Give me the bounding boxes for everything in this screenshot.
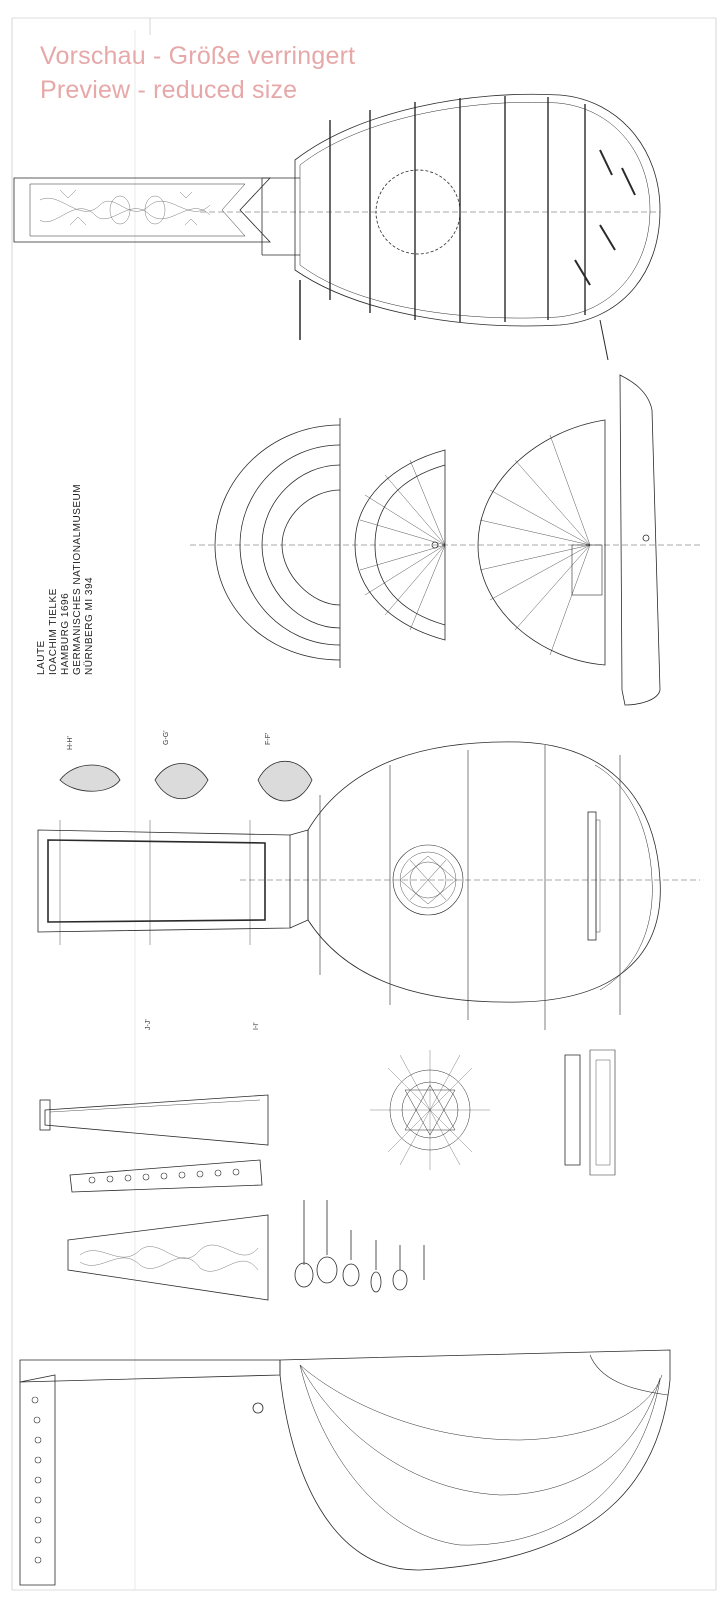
belly-interior-view: [200, 93, 661, 361]
lute-side-view: [19, 1349, 671, 1586]
watermark-line-1: Vorschau - Größe verringert: [40, 42, 356, 70]
rosette-construction: [370, 1050, 490, 1170]
section-label-j: J-J': [145, 1019, 152, 1030]
tuning-pegs: [294, 1200, 425, 1293]
back-rib-fan: [354, 449, 446, 641]
pegbox-side-view: [39, 1094, 269, 1146]
section-label-f: F-F': [265, 733, 272, 745]
section-label-h: H-H': [67, 736, 74, 750]
mould-cross-sections: [190, 418, 700, 668]
rib-fan-large: [477, 419, 606, 666]
section-label-g: G-G': [163, 730, 170, 745]
neck-front-view: [37, 820, 309, 945]
watermark-line-2: Preview - reduced size: [40, 76, 298, 104]
sheet-border: [11, 17, 717, 1591]
carved-fingerboard-panel: [13, 177, 271, 243]
section-label-i: I-I': [253, 1022, 260, 1030]
lute-front-view: [240, 741, 700, 1030]
bridge-details: [564, 1049, 616, 1176]
carved-pegbox-back: [67, 1214, 269, 1301]
pegbox-holes: [69, 1159, 263, 1193]
bridge-profile: [619, 374, 661, 706]
neck-section-profiles: [59, 760, 313, 802]
